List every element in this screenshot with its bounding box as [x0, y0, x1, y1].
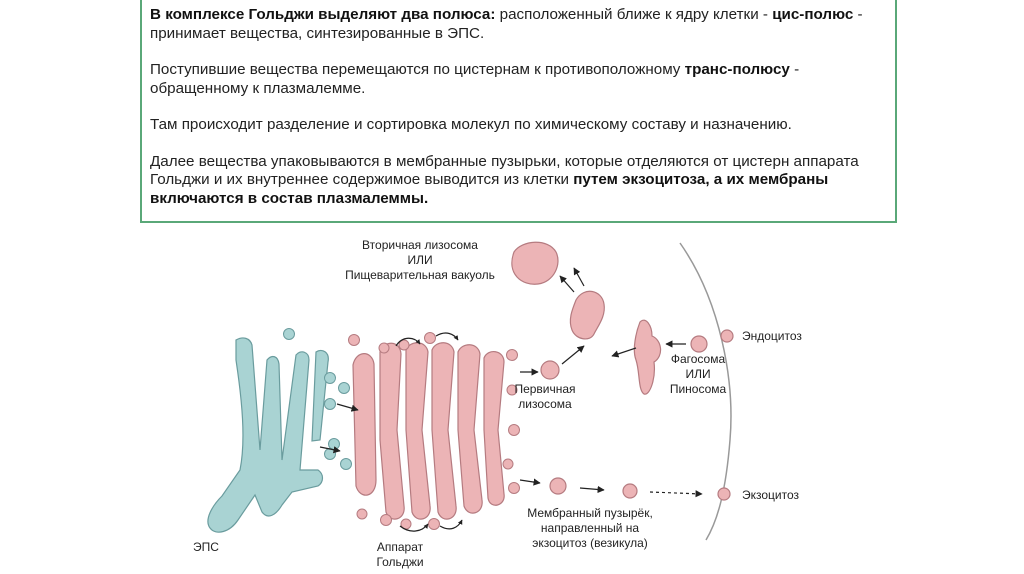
secondary-lysosome-line-2: ИЛИ — [407, 253, 433, 267]
trans-pole-term: транс-полюсу — [684, 61, 790, 78]
secondary-lysosome-label: Вторичная лизосома ИЛИ Пищеварительная в… — [330, 238, 510, 283]
golgi-vesicles — [348, 332, 520, 530]
phagosome-line-2: ИЛИ — [685, 367, 711, 381]
golgi-apparatus — [352, 342, 505, 520]
p2-text-b: - обращенному к плазмалемме. — [150, 61, 800, 97]
golgi-line-1: Аппарат — [376, 540, 424, 554]
p4-text-a: Далее вещества упаковываются в мембранны… — [150, 152, 859, 189]
er-vesicles — [283, 328, 352, 470]
golgi-label: Аппарат Гольджи — [360, 540, 440, 570]
phagosome-line-3: Пиносома — [669, 382, 727, 396]
golgi-line-2: Гольджи — [376, 555, 424, 569]
paragraph-3: Там происходит разделение и сортировка м… — [150, 116, 792, 133]
vesicle-label: Мембранный пузырёк, направленный на экзо… — [510, 506, 670, 551]
p1-text-a: расположенный ближе к ядру клетки - — [495, 6, 773, 23]
secondary-lysosome-line-1: Вторичная лизосома — [362, 238, 478, 252]
phagosome-label: Фагосома ИЛИ Пиносома — [660, 352, 736, 397]
info-text-box: В комплексе Гольджи выделяют два полюса:… — [140, 0, 897, 223]
primary-lysosome-line-1: Первичная — [514, 382, 576, 396]
phagosome-line-1: Фагосома — [670, 352, 726, 366]
vesicle-line-2: направленный на — [540, 521, 640, 535]
lysosome-shapes — [511, 241, 734, 501]
paragraph-2: Поступившие вещества перемещаются по цис… — [150, 61, 885, 98]
plasma-membrane — [679, 242, 732, 541]
vesicle-line-1: Мембранный пузырёк, — [527, 506, 653, 520]
paragraph-4: Далее вещества упаковываются в мембранны… — [150, 153, 885, 209]
exocytosis-label: Экзоцитоз — [742, 488, 800, 502]
process-arrows — [319, 267, 703, 532]
er-label: ЭПС — [193, 540, 219, 554]
paragraph-1: В комплексе Гольджи выделяют два полюса:… — [150, 6, 885, 43]
cis-pole-term: цис-полюс — [772, 6, 854, 23]
exocytosis-bold-text: путем экзоцитоза, а их мембраны включают… — [150, 171, 829, 207]
vesicle-line-3: экзоцитоз (везикула) — [532, 536, 648, 550]
poles-heading: В комплексе Гольджи выделяют два полюса: — [150, 6, 496, 23]
endocytosis-label: Эндоцитоз — [742, 329, 802, 343]
primary-lysosome-line-2: лизосома — [518, 397, 572, 411]
primary-lysosome-label: Первичная лизосома — [500, 382, 590, 412]
secondary-lysosome-line-3: Пищеварительная вакуоль — [345, 268, 495, 282]
p2-text-a: Поступившие вещества перемещаются по цис… — [150, 61, 685, 78]
er-shape — [207, 337, 329, 533]
p1-text-b: - принимает вещества, синтезированные в … — [150, 6, 863, 42]
